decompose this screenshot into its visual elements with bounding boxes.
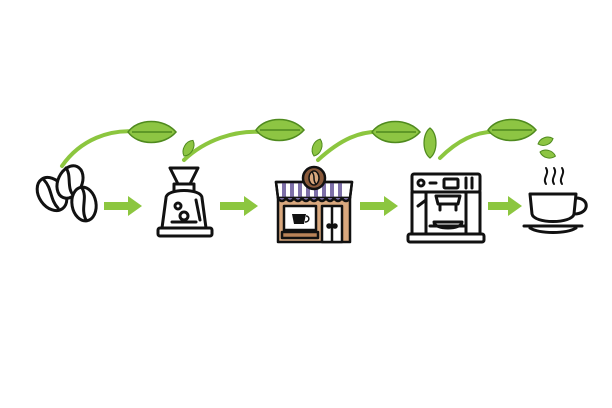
- espresso-machine-icon: [406, 172, 486, 244]
- leaf-icon: [487, 118, 537, 142]
- coffee-beans-icon: [35, 164, 98, 223]
- coffee-roaster-icon: [156, 166, 214, 238]
- leaf-icon: [539, 149, 557, 159]
- arrow-icon: [488, 196, 522, 216]
- vine-arc-2: [182, 129, 264, 162]
- vine-leaves: [127, 118, 557, 159]
- flow-arrows: [104, 196, 522, 216]
- vine-arc-4: [438, 129, 502, 160]
- leaf-icon: [255, 118, 305, 142]
- hot-coffee-cup-icon: [522, 167, 588, 234]
- arrow-icon: [104, 196, 142, 216]
- vine-arc-3: [316, 129, 386, 162]
- leaf-icon: [127, 120, 177, 144]
- arrow-icon: [220, 196, 258, 216]
- leaf-icon: [182, 139, 195, 157]
- coffee-shop-icon: [274, 165, 354, 244]
- vine-arc-1: [60, 129, 142, 168]
- leaf-icon: [537, 136, 554, 146]
- leaf-icon: [311, 138, 323, 157]
- arrow-icon: [360, 196, 398, 216]
- leaf-icon: [371, 120, 421, 144]
- leaf-icon: [423, 127, 437, 159]
